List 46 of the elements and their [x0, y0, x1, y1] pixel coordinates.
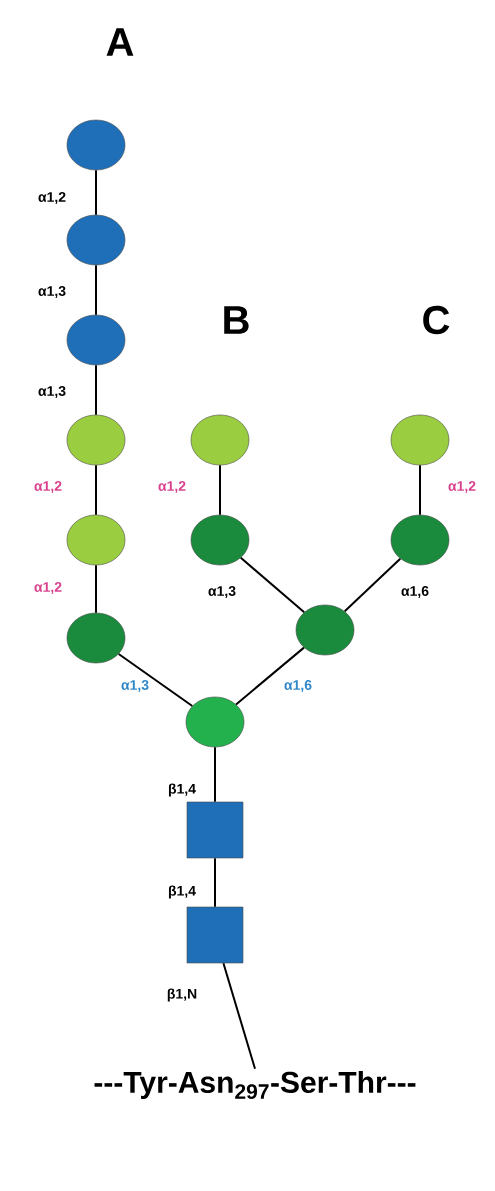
link-line — [235, 646, 305, 706]
linkage-label: α1,3 — [121, 680, 149, 692]
linkage-label: α1,3 — [208, 586, 236, 598]
link-line — [214, 857, 216, 908]
square-symbol — [186, 801, 244, 859]
circle-symbol — [66, 214, 126, 266]
circle-symbol — [190, 414, 250, 466]
circle-symbol — [390, 514, 450, 566]
circle-symbol — [66, 314, 126, 366]
circle-symbol — [66, 119, 126, 171]
linkage-label: β1,N — [167, 988, 197, 1002]
circle-symbol — [66, 414, 126, 466]
link-line — [117, 653, 194, 707]
circle-symbol — [185, 696, 245, 748]
square-symbol — [186, 906, 244, 964]
link-line — [95, 169, 97, 216]
linkage-label: α1,6 — [284, 680, 312, 692]
sequence-text: ---Tyr-Asn$_{297}$-Ser-Thr--- — [94, 1071, 416, 1099]
link-line — [95, 464, 97, 516]
link-line — [95, 364, 97, 416]
panel-letter: B — [224, 306, 249, 334]
link-line — [214, 746, 216, 803]
link-line — [219, 464, 221, 516]
linkage-label: β1,4 — [168, 885, 196, 899]
linkage-label: α1,2 — [38, 192, 66, 204]
linkage-label: α1,2 — [34, 582, 62, 594]
link-line — [95, 264, 97, 316]
panel-letter: A — [106, 28, 134, 56]
linkage-label: α1,3 — [38, 386, 66, 398]
linkage-label: α1,6 — [401, 586, 429, 598]
linkage-label: α1,2 — [34, 481, 62, 493]
circle-symbol — [295, 604, 355, 656]
circle-symbol — [66, 514, 126, 566]
panel-letter: C — [423, 305, 450, 335]
circle-symbol — [390, 414, 450, 466]
circle-symbol — [66, 612, 126, 664]
link-line — [419, 464, 421, 516]
link-line — [239, 556, 306, 614]
link-line — [222, 962, 256, 1070]
linkage-label: α1,2 — [448, 481, 476, 493]
circle-symbol — [190, 514, 250, 566]
link-line — [95, 564, 97, 614]
link-line — [343, 557, 402, 613]
linkage-label: β1,4 — [168, 783, 196, 797]
linkage-label: α1,3 — [38, 286, 66, 298]
linkage-label: α1,2 — [158, 481, 186, 493]
